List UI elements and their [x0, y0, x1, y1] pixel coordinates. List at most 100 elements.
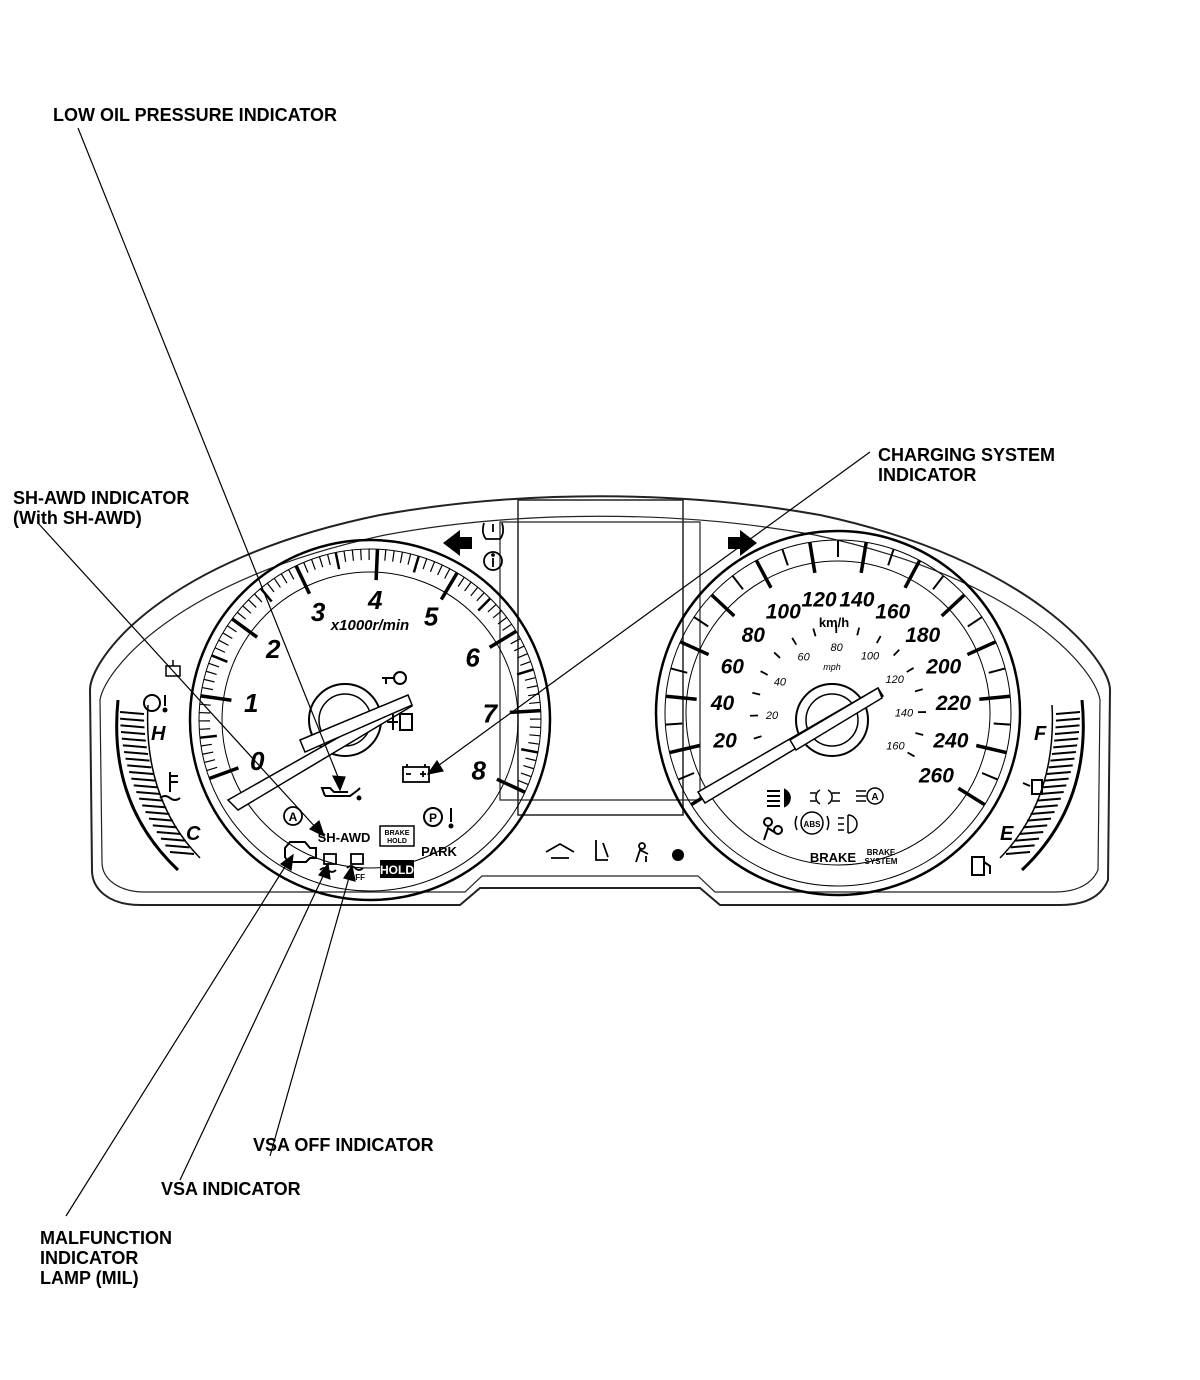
- mph-number: 60: [797, 652, 810, 664]
- speed-tick: [677, 772, 695, 781]
- kmh-number: 140: [839, 589, 874, 612]
- mph-tick: [907, 751, 915, 758]
- leader-lines: [37, 127, 871, 1217]
- vsa-leader-line: [179, 871, 326, 1181]
- tach-tick: [523, 765, 535, 770]
- tach-number: 1: [244, 688, 258, 718]
- svg-text:P: P: [429, 811, 437, 825]
- tach-tick: [529, 701, 541, 705]
- mph-tick: [906, 667, 915, 673]
- top-center-icons: [443, 522, 757, 571]
- tach-tick: [199, 734, 217, 739]
- fuel-segment: [1048, 764, 1073, 769]
- tach-tick: [520, 747, 539, 754]
- temp-segment: [131, 777, 156, 782]
- temp-segment: [165, 844, 190, 849]
- mph-tick: [752, 691, 761, 696]
- temp-segment: [148, 817, 174, 822]
- fuel-segment: [1055, 717, 1080, 722]
- kmh-number: 120: [802, 589, 837, 612]
- temperature-gauge: H C: [115, 660, 201, 872]
- mph-tick: [812, 628, 817, 637]
- tach-tick: [429, 561, 436, 573]
- tach-tick: [310, 559, 316, 570]
- tach-tick: [203, 678, 215, 683]
- tach-tick: [248, 599, 257, 608]
- low-oil-pressure-icon: [320, 787, 362, 801]
- tach-tick: [407, 553, 412, 565]
- key-indicator-icon: [382, 671, 407, 685]
- right-turn-signal-icon: [728, 530, 757, 556]
- fuel-segment: [1053, 744, 1078, 749]
- temp-segment: [156, 831, 181, 835]
- auto-idle-stop-icon: A: [283, 806, 303, 826]
- tach-tick: [412, 555, 420, 573]
- tach-tick: [520, 660, 531, 666]
- brake-indicator-label: BRAKE: [810, 850, 857, 865]
- fuel-door-icon: [1022, 779, 1043, 795]
- fuel-full-label: F: [1034, 723, 1047, 745]
- fuel-segment: [1005, 851, 1031, 855]
- tach-tick: [496, 777, 526, 794]
- park-label: PARK: [421, 844, 457, 859]
- kmh-unit-label: km/h: [819, 615, 849, 630]
- mil-callout: MALFUNCTION INDICATOR LAMP (MIL): [40, 1228, 172, 1288]
- tach-tick: [226, 625, 237, 633]
- parking-lights-icon: [810, 789, 840, 805]
- lane-keep-icon: [545, 842, 575, 859]
- tach-tick: [199, 703, 211, 706]
- tach-tick: [422, 558, 428, 570]
- tach-tick: [392, 550, 395, 562]
- tach-tick: [464, 581, 472, 592]
- tach-tick: [514, 645, 525, 652]
- speed-tick: [781, 548, 789, 566]
- temp-segment: [152, 824, 177, 829]
- tach-tick: [528, 742, 540, 745]
- temp-segment: [139, 797, 164, 802]
- tach-tick: [509, 708, 541, 715]
- tach-tick: [399, 551, 404, 564]
- tach-number: 6: [465, 643, 480, 673]
- mph-tick: [791, 637, 798, 646]
- vsa-off-leader-line: [269, 873, 351, 1157]
- tach-tick: [288, 569, 295, 580]
- kmh-number: 200: [925, 655, 961, 678]
- tach-tick: [303, 562, 309, 573]
- tach-tick: [524, 676, 536, 681]
- tach-tick: [497, 616, 508, 625]
- tach-tick: [517, 779, 529, 786]
- fuel-segment: [1010, 844, 1035, 849]
- speed-tick: [710, 593, 736, 618]
- tach-number: 4: [367, 585, 383, 615]
- low-oil-pressure-callout: LOW OIL PRESSURE INDICATOR: [53, 105, 338, 125]
- seat-belt-driver-icon: [635, 842, 649, 863]
- tach-tick: [476, 592, 485, 602]
- tach-tick: [477, 597, 492, 612]
- fuel-pump-icon: [971, 856, 991, 876]
- vsa-off-indicator-icon: OFF: [346, 853, 365, 882]
- temp-segment: [136, 791, 161, 795]
- speed-tick: [670, 667, 688, 674]
- speed-tick: [975, 743, 1007, 755]
- speed-tick: [981, 772, 999, 781]
- low-oil-leader-line: [77, 127, 341, 783]
- tach-tick: [444, 568, 451, 579]
- kmh-number: 240: [932, 730, 968, 753]
- tach-tick: [502, 623, 512, 631]
- mil-leader-line: [65, 861, 289, 1217]
- tach-tick: [470, 586, 479, 597]
- temp-segment: [133, 784, 158, 789]
- speed-tick: [940, 593, 966, 618]
- mph-number: 120: [886, 674, 905, 686]
- tach-tick: [259, 587, 273, 603]
- tach-tick: [208, 662, 220, 668]
- fuel-segment: [1042, 784, 1067, 789]
- hold-label: HOLD: [380, 863, 414, 877]
- mph-tick: [915, 732, 924, 736]
- tach-unit-label: x1000r/min: [330, 617, 409, 634]
- info-icon: [483, 551, 503, 571]
- speed-tick: [957, 786, 986, 807]
- temp-segment: [120, 724, 145, 729]
